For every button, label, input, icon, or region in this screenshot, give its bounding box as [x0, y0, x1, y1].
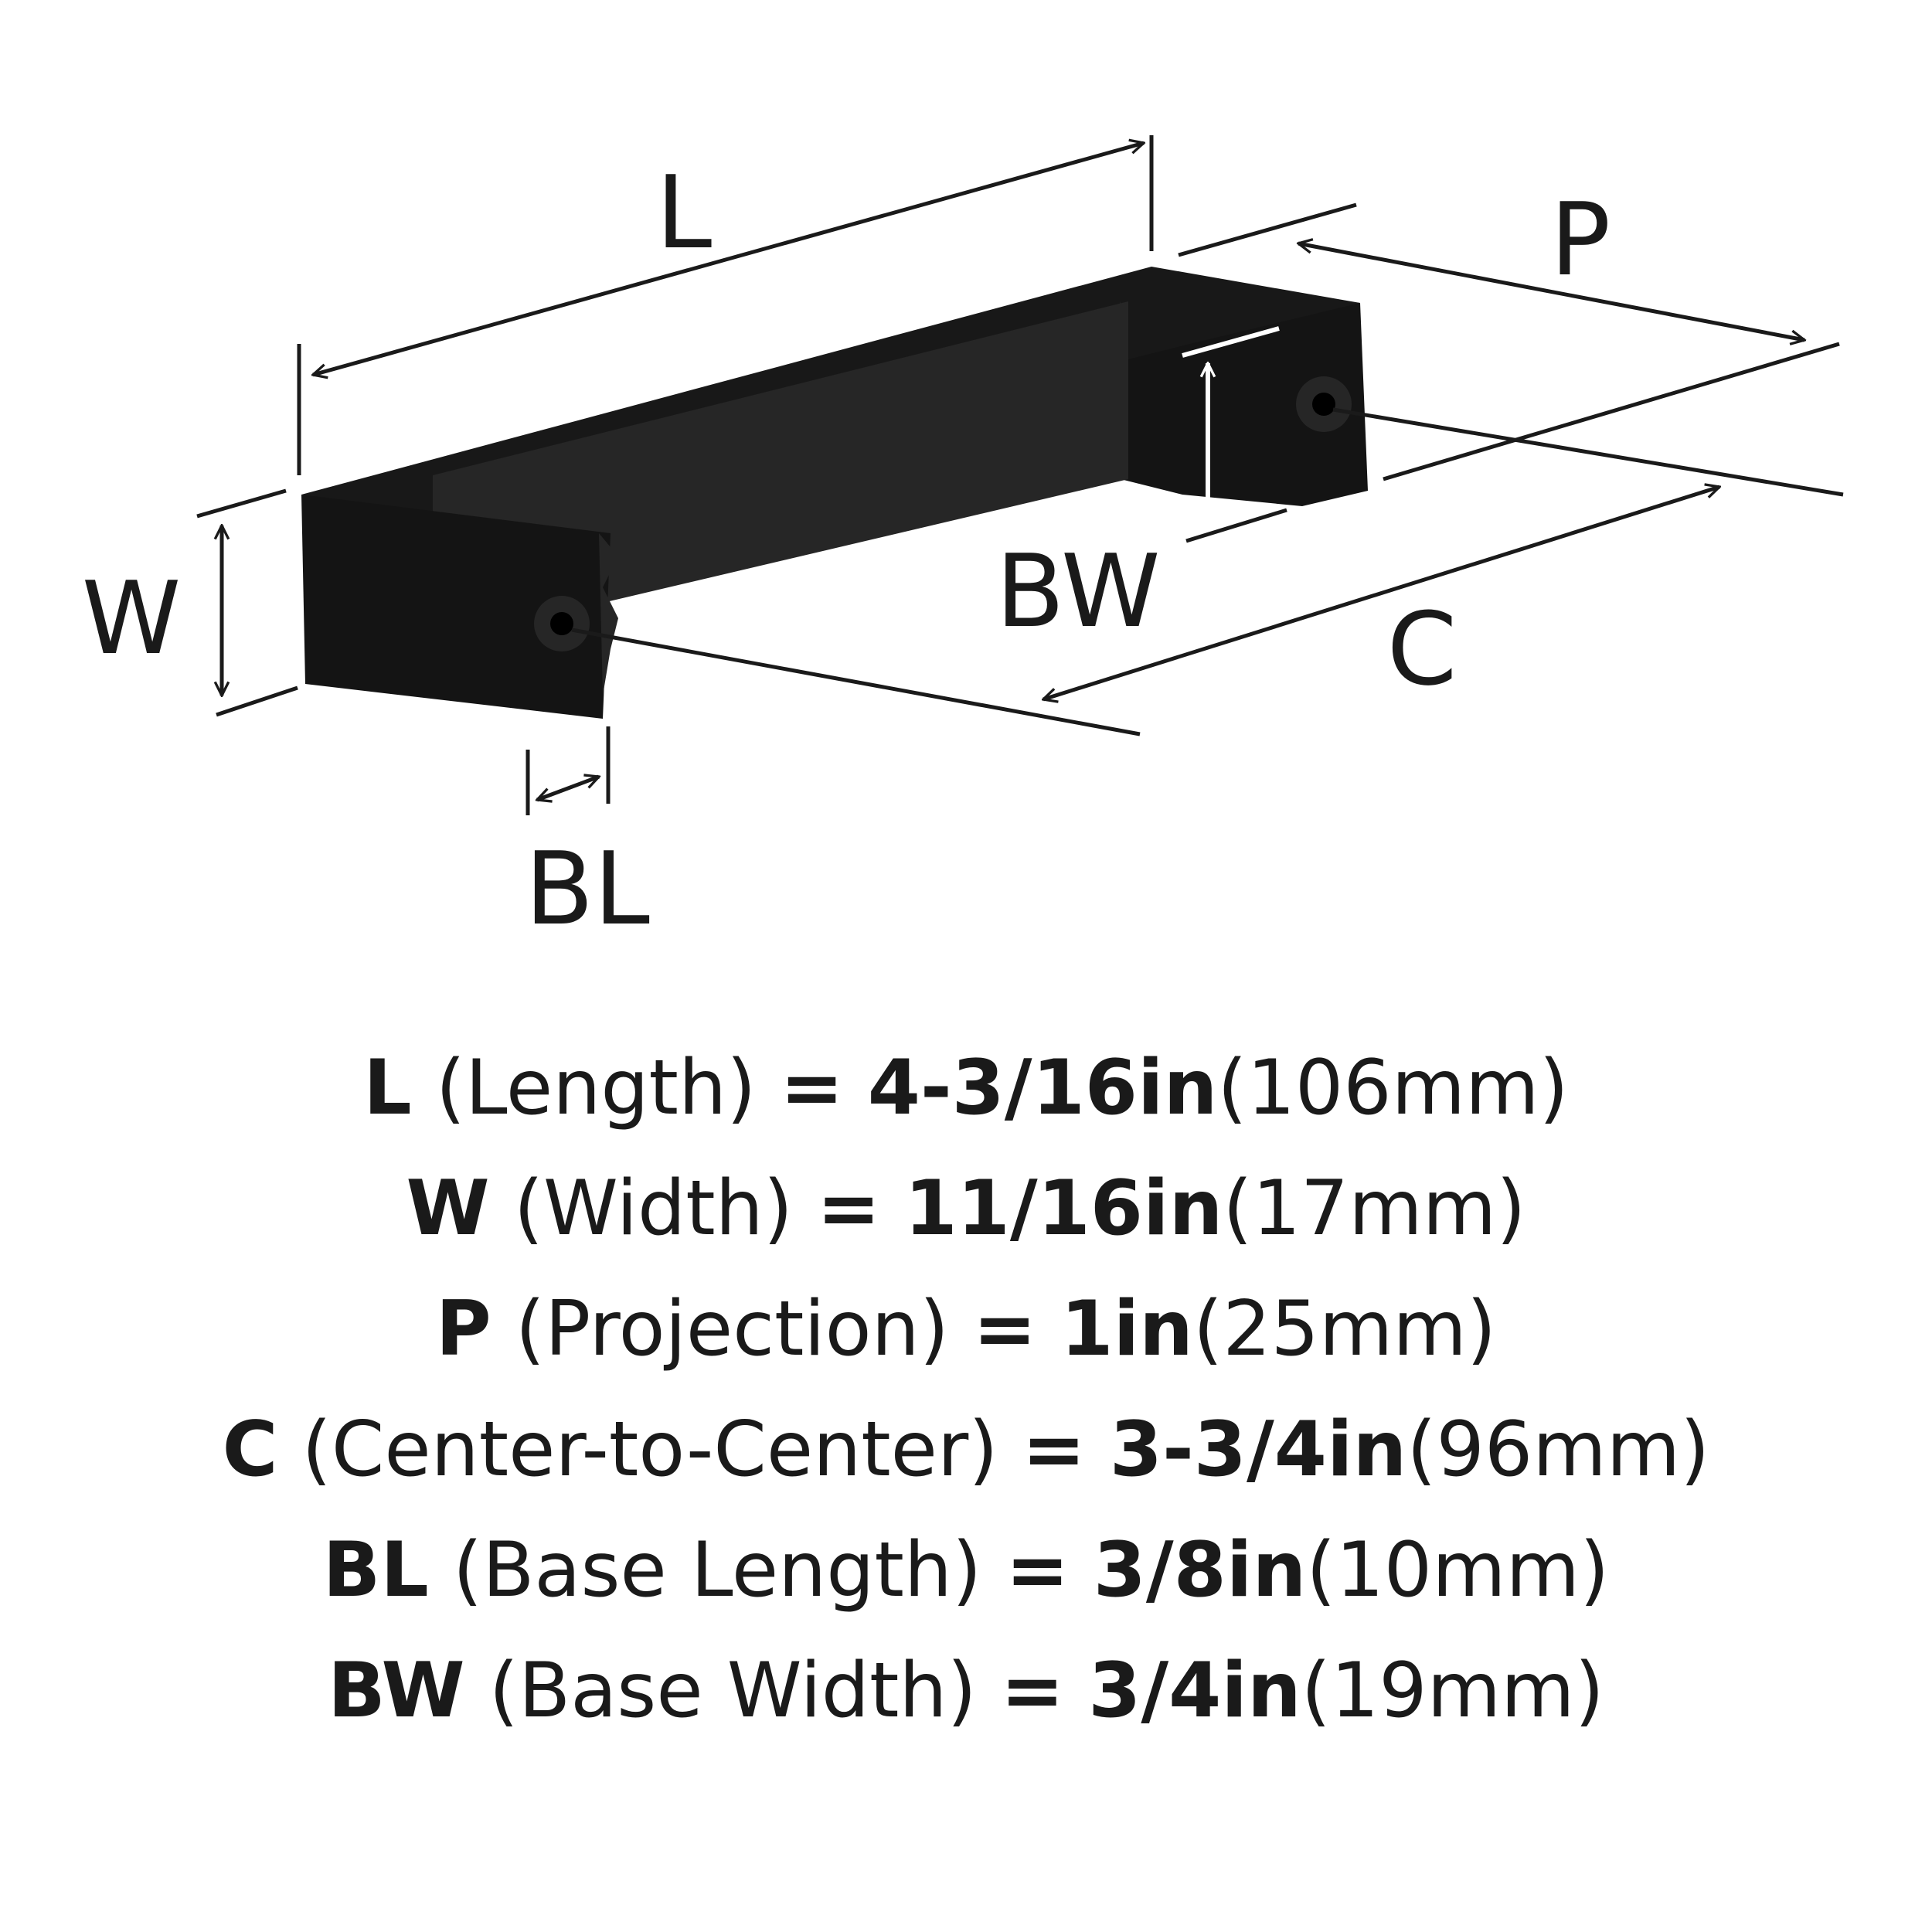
spec-value: 3-3/4in — [1109, 1406, 1407, 1494]
label-L: L — [656, 154, 712, 271]
base-width-lines — [1182, 326, 1280, 514]
label-BW: BW — [995, 532, 1160, 650]
spec-code: BW — [328, 1647, 465, 1735]
spec-row-center-to-center: C (Center-to-Center) = 3-3/4in(96mm) — [0, 1389, 1932, 1510]
spec-metric: (17mm) — [1223, 1165, 1526, 1253]
spec-name: (Center-to-Center) — [301, 1406, 998, 1494]
spec-equals: = — [780, 1044, 844, 1132]
label-BL: BL — [525, 830, 650, 947]
spec-code: L — [363, 1044, 412, 1132]
spec-name: (Base Length) — [452, 1526, 982, 1614]
dimension-lines — [196, 135, 1844, 815]
spec-equals: = — [973, 1285, 1037, 1373]
spec-code: P — [435, 1285, 492, 1373]
spec-value: 3/4in — [1088, 1647, 1301, 1735]
spec-row-width: W (Width) = 11/16in(17mm) — [0, 1148, 1932, 1269]
spec-metric: (106mm) — [1217, 1044, 1569, 1132]
spec-equals: = — [1000, 1647, 1065, 1735]
spec-metric: (10mm) — [1306, 1526, 1610, 1614]
pull-handle-dimension-diagram: L P W BW C BL — [82, 135, 1844, 947]
label-C: C — [1387, 590, 1458, 708]
spec-row-base-length: BL (Base Length) = 3/8in(10mm) — [0, 1510, 1932, 1631]
spec-name: (Length) — [435, 1044, 757, 1132]
spec-equals: = — [1005, 1526, 1070, 1614]
spec-value: 11/16in — [904, 1165, 1223, 1253]
spec-row-base-width: BW (Base Width) = 3/4in(19mm) — [0, 1631, 1932, 1751]
spec-code: BL — [322, 1526, 429, 1614]
spec-code: C — [222, 1406, 278, 1494]
label-W: W — [82, 560, 182, 677]
spec-metric: (19mm) — [1301, 1647, 1604, 1735]
spec-value: 1in — [1060, 1285, 1193, 1373]
spec-value: 4-3/16in — [867, 1044, 1218, 1132]
spec-code: W — [406, 1165, 490, 1253]
label-P: P — [1550, 181, 1611, 298]
spec-equals: = — [817, 1165, 881, 1253]
spec-equals: = — [1022, 1406, 1086, 1494]
spec-metric: (96mm) — [1406, 1406, 1710, 1494]
spec-value: 3/8in — [1093, 1526, 1307, 1614]
spec-name: (Projection) — [515, 1285, 949, 1373]
spec-metric: (25mm) — [1192, 1285, 1497, 1373]
dimension-spec-list: L (Length) = 4-3/16in(106mm) W (Width) =… — [0, 1028, 1932, 1751]
spec-row-projection: P (Projection) = 1in(25mm) — [0, 1269, 1932, 1389]
spec-name: (Width) — [513, 1165, 793, 1253]
spec-name: (Base Width) — [488, 1647, 977, 1735]
spec-row-length: L (Length) = 4-3/16in(106mm) — [0, 1028, 1932, 1148]
